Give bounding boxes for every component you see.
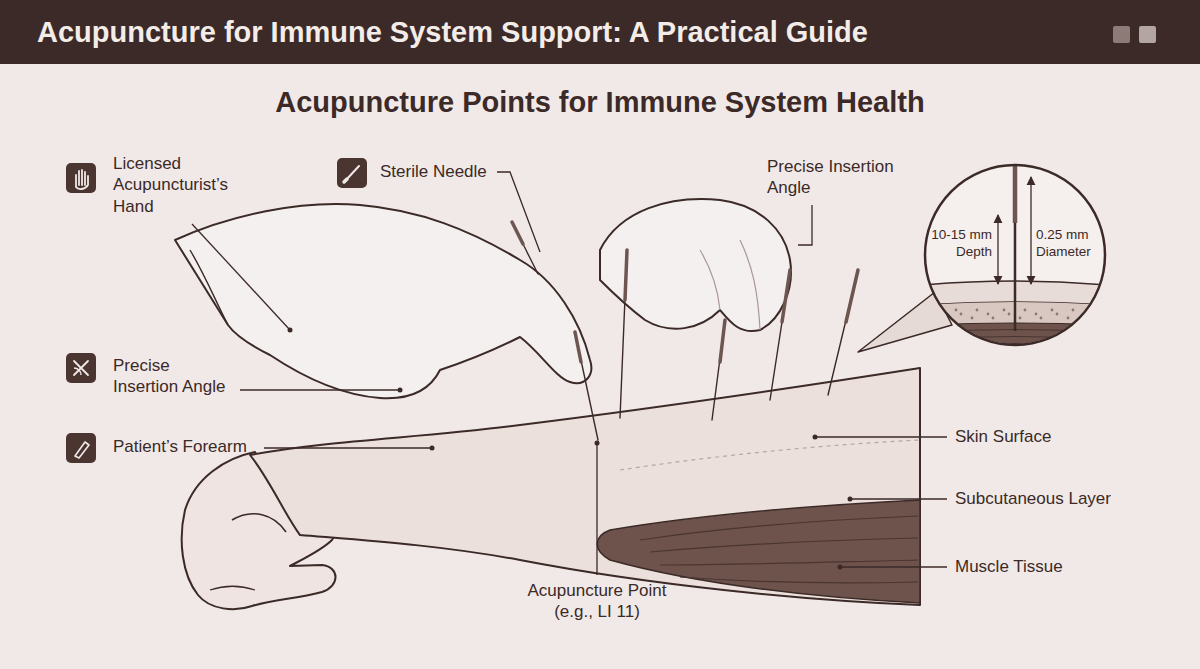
- window-square: [1113, 26, 1130, 43]
- diagram-heading: Acupuncture Points for Immune System Hea…: [0, 84, 1200, 120]
- forearm-icon: [66, 433, 96, 463]
- leader-lines: [192, 172, 947, 575]
- right-glove: [600, 199, 791, 331]
- muscle-fibres: [640, 516, 918, 583]
- leader-dots: [288, 328, 853, 570]
- glove-cuff: [190, 250, 228, 325]
- inset-circle: 10-15 mm Depth 0.25 mm Diameter: [923, 163, 1107, 347]
- dimension-text: 0.25 mm Diameter: [1036, 227, 1100, 261]
- needle-icon: [337, 158, 367, 188]
- subcutaneous-boundary: [620, 440, 920, 470]
- page-title: Acupuncture for Immune System Support: A…: [37, 14, 868, 50]
- part-label: Patient’s Forearm: [113, 436, 247, 457]
- part-label: Licensed Acupuncturist’s Hand: [113, 153, 238, 217]
- part-label: Sterile Needle: [380, 161, 487, 182]
- glove-icon: [66, 163, 96, 193]
- layer-label: Skin Surface: [955, 426, 1051, 447]
- left-glove: [175, 204, 591, 398]
- finger-fold: [210, 586, 255, 590]
- layer-label: Muscle Tissue: [955, 556, 1063, 577]
- window-square: [1139, 26, 1156, 43]
- glove-crease: [700, 240, 760, 330]
- patient-forearm: [250, 368, 920, 605]
- part-label: Precise Insertion Angle: [767, 156, 902, 199]
- layer-label: Subcutaneous Layer: [955, 488, 1111, 509]
- part-label: Precise Insertion Angle: [113, 355, 233, 398]
- dimension-text: 10-15 mm Depth: [928, 227, 992, 261]
- angle-icon: [66, 353, 96, 383]
- acupuncture-needles: [512, 222, 858, 440]
- header-bar: [0, 0, 1200, 64]
- thumb-fold: [232, 514, 286, 532]
- point-label: Acupuncture Point (e.g., LI 11): [517, 580, 677, 623]
- glove-crease: [400, 300, 520, 370]
